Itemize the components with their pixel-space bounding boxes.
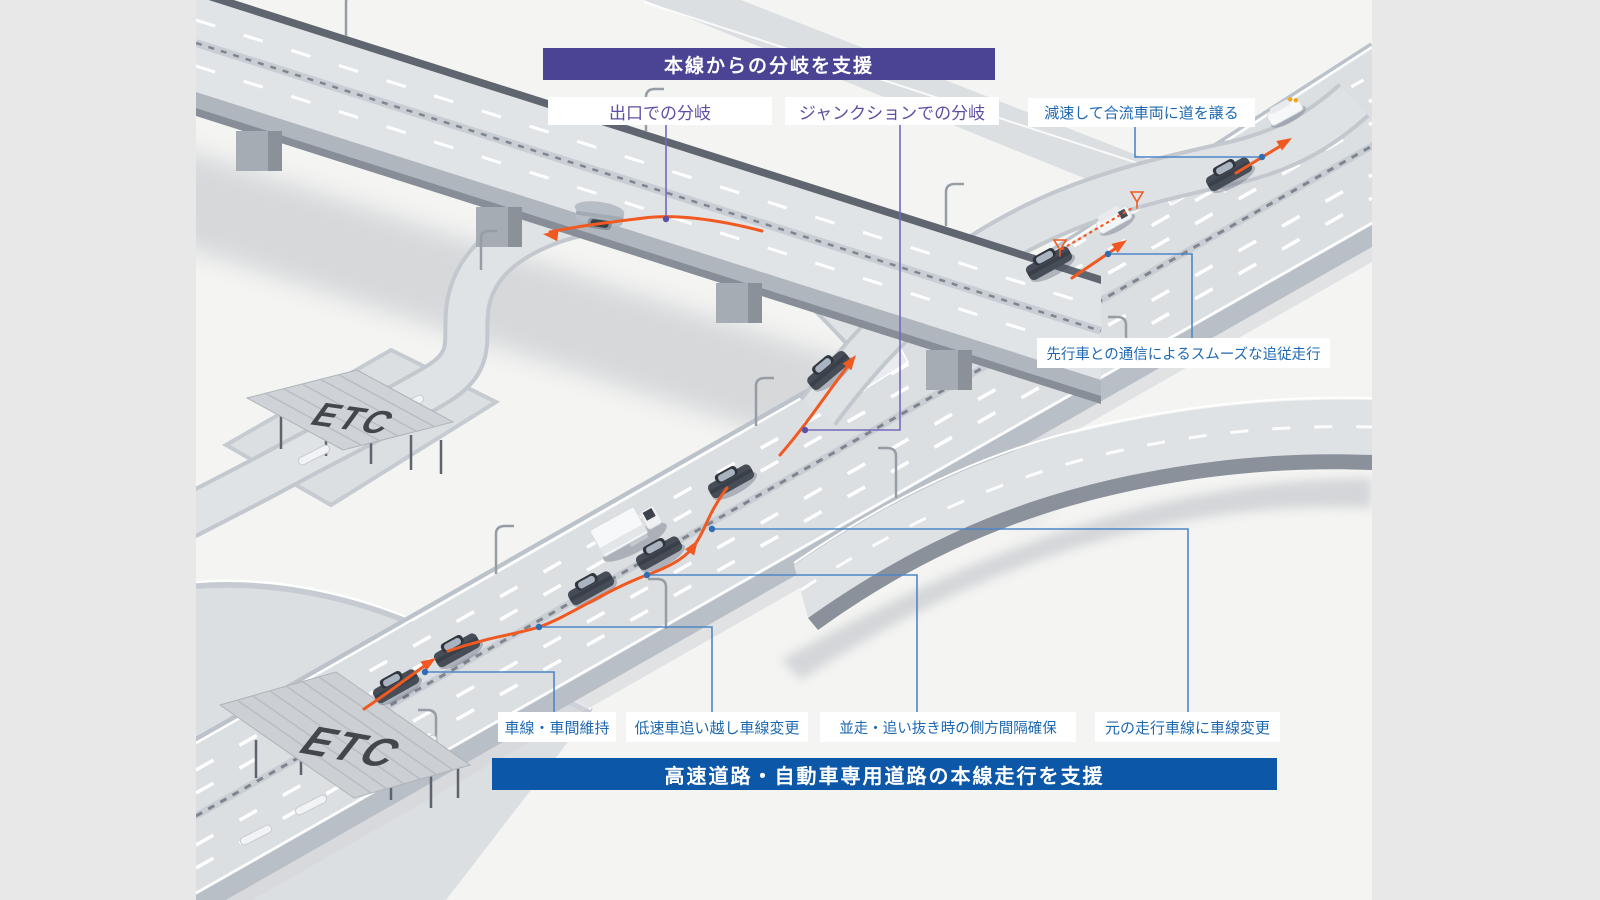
callout-overtake-slow: 低速車追い越し車線変更	[626, 712, 808, 742]
flyover-branch	[781, 396, 1372, 680]
callout-junction-branch: ジャンクションでの分岐	[785, 97, 999, 125]
service-vehicle	[1266, 97, 1307, 128]
vehicles	[372, 97, 1307, 706]
truck	[589, 505, 667, 562]
car	[1205, 157, 1256, 194]
callout-smooth-follow: 先行車との通信によるスムーズな追従走行	[1037, 338, 1330, 368]
illustration-canvas: ETC	[196, 0, 1372, 900]
car	[567, 571, 618, 608]
mainline-support-banner: 高速道路・自動車専用道路の本線走行を支援	[492, 758, 1277, 790]
bridge-piers	[236, 131, 972, 390]
elevated-bridge	[196, 0, 1103, 404]
callout-lane-keep: 車線・車間維持	[498, 712, 616, 742]
car	[807, 350, 854, 392]
branch-support-banner: 本線からの分岐を支援	[543, 48, 995, 80]
callout-return-lane: 元の走行車線に車線変更	[1095, 712, 1280, 742]
callout-side-clearance: 並走・追い抜き時の側方間隔確保	[820, 712, 1076, 742]
callout-connectors	[421, 125, 1266, 712]
connector-dots	[421, 153, 1266, 676]
light-poles	[344, 0, 1128, 760]
car	[635, 536, 686, 573]
route-path	[362, 138, 1292, 711]
connector-dots	[662, 215, 809, 434]
etc-gate-lower: ETC	[218, 671, 472, 846]
callout-yield-merge: 減速して合流車両に道を譲る	[1028, 98, 1255, 127]
etc-gate-upper: ETC	[245, 369, 455, 474]
antenna-icon	[1052, 191, 1145, 257]
callout-exit-branch: 出口での分岐	[548, 97, 772, 125]
